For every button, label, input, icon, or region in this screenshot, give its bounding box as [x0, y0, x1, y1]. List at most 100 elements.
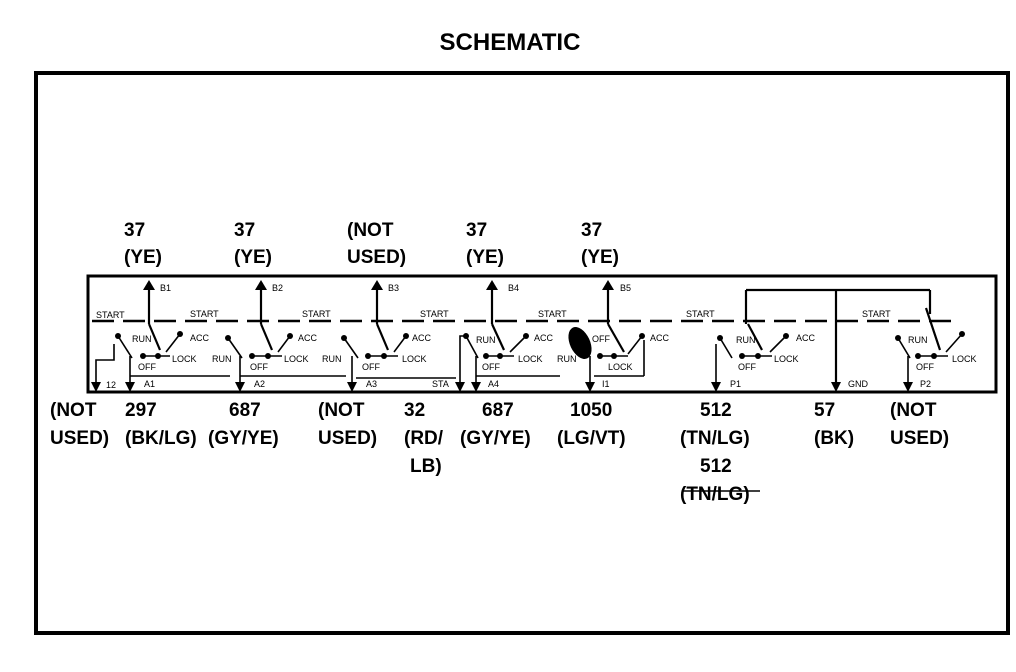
wire-number: 37 — [581, 220, 602, 241]
arrow-down-icon — [831, 382, 841, 392]
switch-7: RUN OFF LOCK — [895, 307, 977, 372]
top-pin-labels: B1 B2 B3 B4 B5 — [160, 283, 631, 293]
pin-label: B3 — [388, 283, 399, 293]
blade — [227, 337, 243, 359]
pin-label: A1 — [144, 379, 155, 389]
wire-number: 1050 — [570, 400, 612, 421]
switch-label-run: RUN — [476, 335, 496, 345]
wire-number: 512 — [700, 456, 732, 477]
switch-label-lock: LOCK — [608, 362, 633, 372]
wire-label: USED) — [318, 428, 377, 449]
acc-arm — [769, 335, 787, 353]
wire-color: LB) — [410, 456, 442, 477]
switch-label-off: OFF — [738, 362, 756, 372]
wire-number: 687 — [229, 400, 261, 421]
switch-label-off: OFF — [138, 362, 156, 372]
arrow-up-icon — [255, 280, 267, 290]
switch-label-start: START — [190, 309, 219, 319]
wire-number: (NOT — [347, 220, 394, 241]
wire-color: (YE) — [581, 247, 619, 268]
wire-number: 37 — [466, 220, 487, 241]
switch-label-start: START — [302, 309, 331, 319]
arrow-up-icon — [371, 280, 383, 290]
internal-wiring — [95, 288, 932, 386]
pin-label: A2 — [254, 379, 265, 389]
wire-label: USED) — [50, 428, 109, 449]
switch-label-acc: ACC — [298, 333, 318, 343]
wire-color: (TN/LG) — [680, 428, 750, 449]
switch-3: RUN ACC OFF LOCK — [322, 323, 432, 372]
blade — [117, 335, 133, 359]
contact-blob — [568, 327, 592, 359]
lead-sta-internal — [459, 335, 466, 386]
arrow-down-icon — [125, 382, 135, 392]
switch-label-acc: ACC — [534, 333, 554, 343]
arrow-up-icon — [486, 280, 498, 290]
switch-4: RUN ACC OFF LOCK — [463, 323, 554, 372]
blade — [343, 337, 359, 359]
blade — [465, 335, 479, 359]
switch-label-lock: LOCK — [284, 354, 309, 364]
switch-label-start: START — [686, 309, 715, 319]
wire-color-struck: (TN/LG) — [680, 484, 750, 505]
pin-label: A4 — [488, 379, 499, 389]
switch-label-off: OFF — [916, 362, 934, 372]
blade-run — [259, 323, 274, 351]
switch-label-acc: ACC — [796, 333, 816, 343]
diagram-title: SCHEMATIC — [440, 29, 581, 56]
blade-run — [747, 323, 763, 351]
switch-label-off: OFF — [592, 334, 610, 344]
switch-label-lock: LOCK — [774, 354, 799, 364]
wire-color: (YE) — [124, 247, 162, 268]
connector-body — [86, 274, 998, 394]
blade-run — [375, 323, 390, 351]
pin-label: B4 — [508, 283, 519, 293]
pin-label: P2 — [920, 379, 931, 389]
bottom-wire-labels: (NOT USED) 297 (BK/LG) 687 (GY/YE) (NOT … — [50, 400, 949, 505]
pin-label: B1 — [160, 283, 171, 293]
switch-label-run: RUN — [212, 354, 232, 364]
blade-run — [147, 323, 162, 351]
wire-label: (NOT — [50, 400, 97, 421]
switch-label-lock: LOCK — [402, 354, 427, 364]
wire-color: (GY/YE) — [208, 428, 279, 449]
switch-label-lock: LOCK — [952, 354, 977, 364]
wire-color: (RD/ — [404, 428, 444, 449]
switch-label-acc: ACC — [412, 333, 432, 343]
switch-label-off: OFF — [250, 362, 268, 372]
outer-frame — [34, 71, 1010, 635]
arrow-down-icon — [585, 382, 595, 392]
blade — [719, 337, 733, 359]
wire-color: (GY/YE) — [460, 428, 531, 449]
switch-label-acc: ACC — [650, 333, 670, 343]
arrow-up-icon — [143, 280, 155, 290]
pin-label: I1 — [602, 379, 610, 389]
bottom-arrows — [91, 382, 913, 392]
arrow-up-icon — [602, 280, 614, 290]
wire-color: (LG/VT) — [557, 428, 626, 449]
lead-12-internal — [95, 344, 115, 386]
acc-arm — [393, 335, 407, 353]
switch-5: RUN ACC OFF LOCK — [557, 323, 670, 372]
switch-label-run: RUN — [132, 334, 152, 344]
pin-label: 12 — [106, 380, 116, 390]
top-wire-labels: 37 (YE) 37 (YE) (NOT USED) 37 (YE) 37 (Y… — [124, 220, 619, 268]
arrow-down-icon — [235, 382, 245, 392]
pin-label: STA — [432, 379, 449, 389]
wire-number: 297 — [125, 400, 157, 421]
switch-label-acc: ACC — [190, 333, 210, 343]
acc-arm — [627, 335, 643, 355]
arrow-down-icon — [903, 382, 913, 392]
wire-color: (BK/LG) — [125, 428, 197, 449]
blade-run — [491, 323, 505, 351]
wire-number: 37 — [234, 220, 255, 241]
arrow-down-icon — [471, 382, 481, 392]
wire-number: 32 — [404, 400, 425, 421]
switch-label-start: START — [862, 309, 891, 319]
wire-color: USED) — [347, 247, 406, 268]
arrow-down-icon — [711, 382, 721, 392]
pin-label: A3 — [366, 379, 377, 389]
wire-number: 37 — [124, 220, 145, 241]
arrow-down-icon — [455, 382, 465, 392]
